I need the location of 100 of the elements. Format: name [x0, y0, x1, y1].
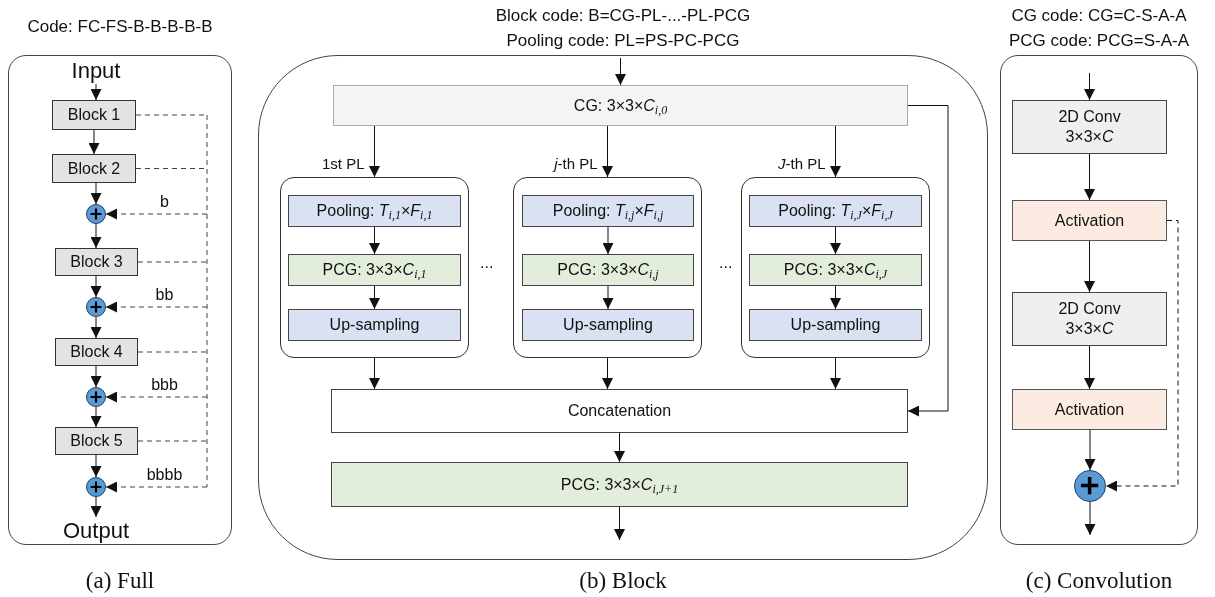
arrow: [90, 275, 102, 298]
layer-box: [288, 309, 461, 341]
box-label: Block 3: [70, 252, 123, 272]
arrow: [88, 129, 100, 155]
arrow: [1084, 153, 1095, 201]
box-label: 2D Conv: [1058, 299, 1121, 319]
panel-caption: (a) Full: [85, 567, 155, 595]
box-label: PCG: 3×3×C$_{i,J}$: [783, 260, 888, 280]
box-label: Up-sampling: [329, 315, 420, 335]
arrow: [90, 223, 102, 249]
panel-heading: CG code: CG=C-S-A-A: [1011, 5, 1187, 27]
box-label: PCG: 3×3×C$_{i,J+1}$: [560, 474, 679, 495]
layer-box: [1012, 389, 1167, 430]
arrow: [602, 125, 613, 178]
box-label: Up-sampling: [790, 315, 881, 335]
box-label: Up-sampling: [563, 315, 653, 335]
box-label: PCG: 3×3×C$_{i,1}$: [322, 260, 427, 280]
arrow: [614, 506, 625, 541]
skip-connection-line: [206, 114, 208, 488]
arrow: [90, 496, 102, 518]
layer-box: [331, 389, 908, 433]
branch-label: 1st PL: [321, 155, 365, 172]
box-label: Block 4: [70, 342, 123, 362]
layer-box: [288, 195, 461, 227]
edge-label: bbbb: [146, 467, 183, 483]
arrow: [830, 125, 841, 178]
block-box: [52, 100, 136, 130]
arrow: [907, 105, 949, 417]
box-label: CG: 3×3×C$_{i,0}$: [573, 95, 668, 116]
io-label: Output: [56, 517, 136, 545]
arrow: [90, 406, 102, 428]
edge-label: bbb: [151, 377, 178, 393]
box-label: Pooling: T$_{i,1}$×F$_{i,1}$: [316, 201, 433, 221]
arrow: [602, 285, 614, 310]
ellipsis-label: ...: [719, 255, 733, 271]
panel-heading: PCG code: PCG=S-A-A: [1009, 30, 1189, 52]
panel-caption: (b) Block: [579, 567, 667, 595]
layer-box: [333, 85, 908, 126]
block-box: [55, 248, 138, 276]
layer-box: [522, 195, 694, 227]
arrow: [369, 226, 380, 255]
arrow: [830, 285, 841, 310]
arrow: [1084, 72, 1095, 101]
arrow: [615, 57, 626, 86]
edge-label: b: [160, 194, 169, 210]
box-label: Pooling: T$_{i,j}$×F$_{i,j}$: [552, 201, 664, 221]
layer-box: [1012, 200, 1167, 241]
arrow: [105, 391, 208, 403]
arrow: [830, 226, 841, 255]
box-label: Activation: [1054, 210, 1125, 231]
skip-connection-line: [137, 351, 208, 353]
io-label: Input: [66, 58, 126, 84]
panel-heading: Block code: B=CG-PL-...-PL-PCG: [495, 5, 751, 27]
branch-label: J-th PL: [777, 155, 826, 172]
arrow: [105, 208, 208, 220]
panel-heading: Code: FC-FS-B-B-B-B-B: [27, 16, 213, 38]
layer-box: [331, 462, 908, 507]
arrow: [1084, 345, 1095, 390]
layer-box: [749, 309, 922, 341]
arrow: [90, 83, 102, 101]
arrow: [1084, 429, 1096, 471]
arrow: [602, 357, 613, 390]
arrow: [90, 182, 102, 205]
skip-connection-line: [137, 440, 208, 442]
arrow: [1084, 240, 1095, 293]
arrow: [369, 357, 380, 390]
panel-heading: Pooling code: PL=PS-PC-PCG: [506, 30, 740, 52]
arrow: [1084, 501, 1096, 536]
box-label: 3×3×C: [1065, 127, 1114, 147]
branch-label: j-th PL: [554, 155, 598, 172]
box-label: Block 2: [67, 158, 121, 179]
layer-box: [522, 309, 694, 341]
box-label: Block 5: [70, 431, 123, 451]
box-label: PCG: 3×3×C$_{i,j}$: [557, 260, 659, 280]
panel-caption: (c) Convolution: [1025, 567, 1173, 595]
box-label: 3×3×C: [1065, 319, 1114, 339]
box-label: Activation: [1054, 399, 1125, 420]
box-label: Block 1: [67, 105, 121, 125]
layer-box: [749, 195, 922, 227]
arrow: [602, 226, 614, 255]
block-box: [55, 427, 138, 455]
ellipsis-label: ...: [480, 255, 494, 271]
arrow: [1105, 220, 1179, 492]
layer-box: [1012, 292, 1167, 346]
skip-connection-line: [137, 261, 208, 263]
arrow: [90, 365, 102, 388]
block-box: [55, 338, 138, 366]
layer-box: [522, 254, 694, 286]
layer-box: [288, 254, 461, 286]
arrow: [369, 285, 380, 310]
box-label: 2D Conv: [1058, 107, 1121, 127]
arrow: [105, 301, 208, 313]
box-label: Concatenation: [567, 401, 672, 421]
arrow: [90, 316, 102, 339]
layer-box: [1012, 100, 1167, 154]
arrow: [105, 481, 208, 493]
arrow: [369, 125, 380, 178]
layer-box: [749, 254, 922, 286]
block-box: [52, 154, 136, 183]
arrow: [614, 432, 625, 463]
